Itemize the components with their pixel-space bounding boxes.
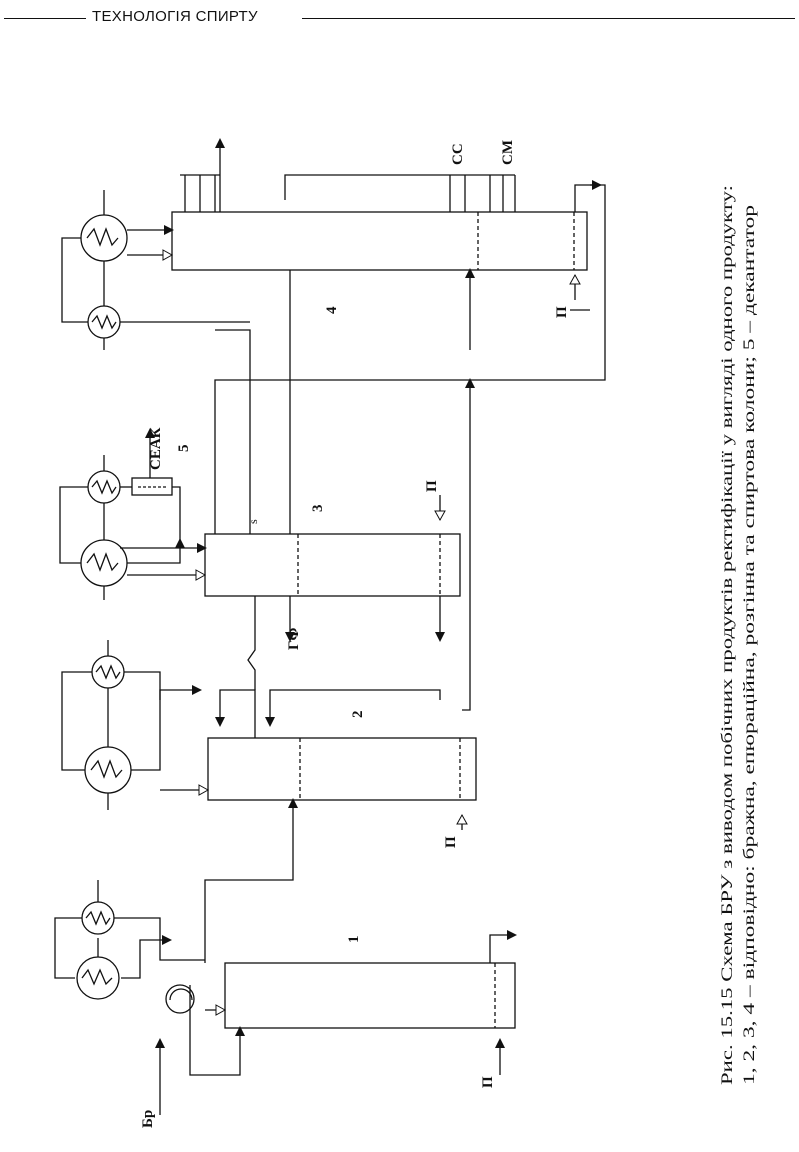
column-3 — [204, 533, 461, 597]
column-4 — [171, 211, 588, 271]
label-ss: СС — [450, 143, 466, 165]
heat-exchanger-1a — [76, 956, 120, 1000]
label-column-4: 4 — [324, 306, 340, 314]
header-rule-right — [302, 18, 795, 19]
column-2 — [207, 737, 477, 801]
heat-exchanger-3a — [80, 539, 128, 587]
label-decanter-5: 5 — [176, 445, 192, 453]
heat-exchanger-1b — [81, 901, 115, 935]
heat-exchanger-2a — [84, 746, 132, 794]
figure-caption-line-1: Рис. 15.15 Схема БРУ з виводом побічних … — [719, 185, 736, 1085]
running-title: ТЕХНОЛОГІЯ СПИРТУ — [92, 8, 258, 25]
header-rule-left — [4, 18, 86, 19]
label-column-1: 1 — [346, 936, 362, 944]
label-column-3: 3 — [310, 505, 326, 513]
page-header: ТЕХНОЛОГІЯ СПИРТУ — [0, 6, 799, 32]
label-p-4: П — [554, 306, 570, 318]
label-s-mark: s — [246, 519, 260, 524]
label-p-1: П — [480, 1076, 496, 1088]
label-br: Бр — [140, 1110, 156, 1128]
heat-exchanger-4b — [87, 305, 121, 339]
column-1 — [224, 962, 516, 1029]
label-p-3: П — [424, 480, 440, 492]
heat-exchanger-3b — [87, 470, 121, 504]
heater-loop — [165, 984, 195, 1014]
label-seak: СЕАК — [148, 427, 164, 470]
label-column-2: 2 — [350, 711, 366, 719]
heat-exchanger-4a — [80, 214, 128, 262]
heat-exchanger-2b — [91, 655, 125, 689]
label-p-2: П — [443, 836, 459, 848]
figure-caption-line-2: 1, 2, 3, 4 – відповідно: бражна, епюраці… — [741, 205, 758, 1085]
label-gf: ГФ — [286, 627, 302, 650]
label-sm: СМ — [500, 140, 516, 165]
